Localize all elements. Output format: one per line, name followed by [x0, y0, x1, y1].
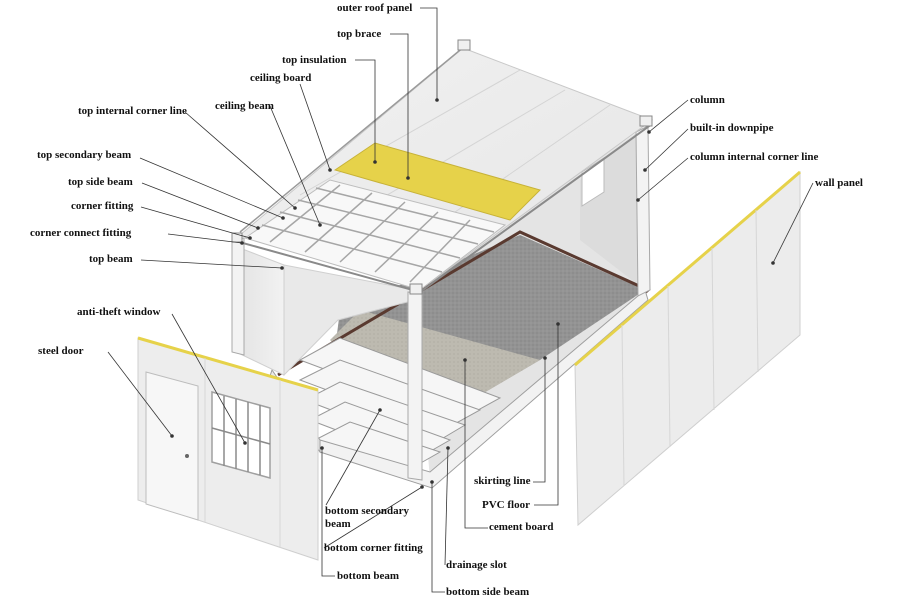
corner-fitting-front: [409, 283, 423, 295]
wall-panel-seams: [621, 209, 759, 487]
label-drainage-slot: drainage slot: [446, 559, 507, 571]
left-column: [231, 237, 245, 356]
leader-dots: [170, 98, 775, 489]
bottom-secondary-beams: [298, 337, 502, 473]
ceiling-board-shape: [243, 179, 507, 291]
label-cement-board: cement board: [489, 521, 554, 533]
label-top-internal-corner-line: top internal corner line: [78, 105, 187, 117]
corner-fitting-back: [639, 115, 653, 127]
front-wall-insulation-edge: [137, 336, 319, 392]
label-bottom-side-beam: bottom side beam: [446, 586, 530, 598]
front-column: [407, 291, 423, 481]
label-built-in-downpipe: built-in downpipe: [690, 122, 774, 134]
wall-panel-insulation-edge: [574, 170, 801, 367]
top-secondary-edge: [239, 45, 466, 233]
cement-board: [330, 310, 540, 430]
label-wall-panel: wall panel: [815, 177, 863, 189]
left-wall: [283, 264, 416, 377]
label-top-secondary-beam: top secondary beam: [37, 149, 132, 161]
label-bottom-secondary-beam: bottom secondary beam: [325, 505, 410, 530]
front-wall-seams: [204, 358, 281, 548]
rear-column: [635, 125, 651, 297]
label-top-insulation: top insulation: [282, 54, 347, 66]
label-top-brace: top brace: [337, 28, 382, 40]
leader-lines: [107, 7, 814, 593]
label-top-side-beam: top side beam: [68, 176, 133, 188]
label-pvc-floor: PVC floor: [482, 499, 530, 511]
label-corner-connect-fitting: corner connect fitting: [30, 227, 132, 239]
label-bottom-beam: bottom beam: [337, 570, 400, 582]
label-skirting-line: skirting line: [474, 475, 531, 487]
corner-fitting-top: [457, 39, 471, 51]
steel-door-shape: [145, 371, 199, 521]
label-anti-theft-window: anti-theft window: [77, 306, 161, 318]
label-outer-roof-panel: outer roof panel: [337, 2, 413, 14]
label-column: column: [690, 94, 725, 106]
label-ceiling-board: ceiling board: [250, 72, 312, 84]
label-top-beam: top beam: [89, 253, 133, 265]
top-insulation-shape: [333, 142, 541, 221]
label-corner-fitting: corner fitting: [71, 200, 134, 212]
anti-theft-window-shape: [211, 391, 271, 479]
label-ceiling-beam: ceiling beam: [215, 100, 274, 112]
label-bottom-corner-fitting: bottom corner fitting: [324, 542, 423, 554]
door-handle-icon: [185, 454, 189, 458]
label-steel-door: steel door: [38, 345, 84, 357]
label-column-internal-corner-line: column internal corner line: [690, 151, 819, 163]
ceiling-beams-grid: [261, 184, 495, 283]
